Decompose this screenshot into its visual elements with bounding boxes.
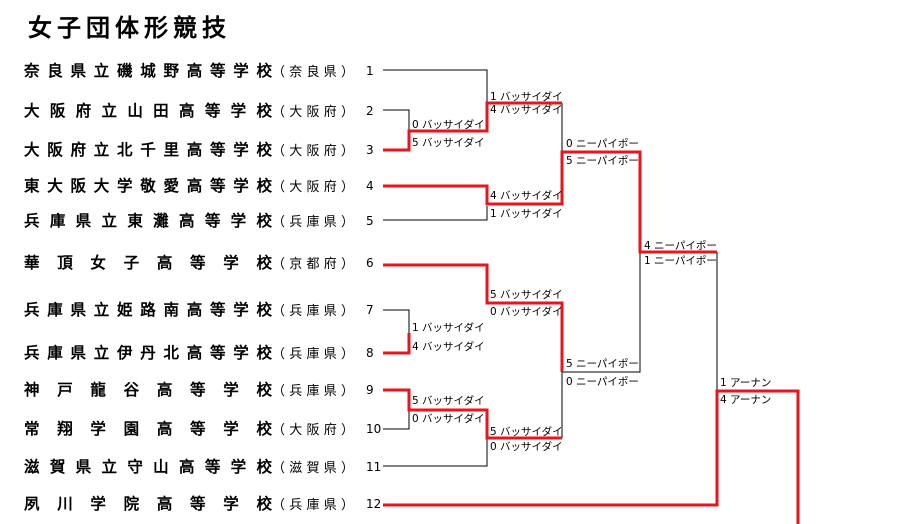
seed-number: 2 xyxy=(366,104,374,118)
prefecture: （大阪府） xyxy=(272,423,354,438)
seed-number: 12 xyxy=(366,497,382,511)
team-entry: 奈良県立磯城野高等学校（奈良県） xyxy=(24,59,364,83)
match-score: 0 ニーパイポー xyxy=(566,376,639,388)
seed-number: 4 xyxy=(366,179,374,193)
bracket-line xyxy=(383,438,488,467)
team-entry: 兵庫県立東灘高等学校（兵庫県） xyxy=(24,209,364,233)
team-entry: 東大阪大学敬愛高等学校（大阪府） xyxy=(24,174,364,198)
match-score: 5 バッサイダイ xyxy=(412,395,485,407)
page-title: 女子団体形競技 xyxy=(28,14,231,42)
winner-path xyxy=(383,333,411,355)
match-score: 4 バッサイダイ xyxy=(490,104,563,116)
match-score: 1 バッサイダイ xyxy=(412,322,485,334)
match-score: 1 バッサイダイ xyxy=(490,208,563,220)
match-score: 5 バッサイダイ xyxy=(412,137,485,149)
team-entry: 滋賀県立守山高等学校（滋賀県） xyxy=(24,455,364,479)
team-entry: 華頂女子高等学校（京都府） xyxy=(24,251,364,275)
school-name: 神戸龍谷高等学校 xyxy=(24,381,272,399)
prefecture: （奈良県） xyxy=(272,65,354,80)
school-name: 滋賀県立守山高等学校 xyxy=(24,458,272,476)
school-name: 大阪府立山田高等学校 xyxy=(24,102,272,120)
prefecture: （京都府） xyxy=(272,257,354,272)
match-score: 1 バッサイダイ xyxy=(490,91,563,103)
match-score: 4 バッサイダイ xyxy=(412,341,485,353)
winner-path xyxy=(383,388,562,440)
prefecture: （兵庫県） xyxy=(272,215,354,230)
winner-path xyxy=(383,389,800,524)
prefecture: （兵庫県） xyxy=(272,304,354,319)
seed-number: 1 xyxy=(366,64,374,78)
school-name: 東大阪大学敬愛高等学校 xyxy=(24,177,272,195)
match-score: 4 ニーパイポー xyxy=(644,240,717,252)
match-score: 5 バッサイダイ xyxy=(490,289,563,301)
match-score: 4 アーナン xyxy=(720,394,772,406)
seed-number: 7 xyxy=(366,303,374,317)
prefecture: （大阪府） xyxy=(272,180,354,195)
school-name: 兵庫県立東灘高等学校 xyxy=(24,212,272,230)
bracket-line xyxy=(383,109,410,131)
bracket-line xyxy=(383,69,488,103)
match-score: 1 ニーパイポー xyxy=(644,255,717,267)
team-entry: 神戸龍谷高等学校（兵庫県） xyxy=(24,378,364,402)
team-entry: 兵庫県立伊丹北高等学校（兵庫県） xyxy=(24,341,364,365)
prefecture: （兵庫県） xyxy=(272,498,354,513)
team-entry: 兵庫県立姫路南高等学校（兵庫県） xyxy=(24,298,364,322)
match-score: 0 バッサイダイ xyxy=(490,306,563,318)
prefecture: （大阪府） xyxy=(272,144,354,159)
match-score: 0 バッサイダイ xyxy=(490,441,563,453)
winner-path xyxy=(383,150,717,254)
match-score: 4 バッサイダイ xyxy=(490,190,563,202)
bracket-line xyxy=(383,410,410,430)
prefecture: （兵庫県） xyxy=(272,384,354,399)
match-score: 1 アーナン xyxy=(720,377,772,389)
team-entry: 大阪府立山田高等学校（大阪府） xyxy=(24,99,364,123)
winner-path xyxy=(383,101,562,152)
prefecture: （滋賀県） xyxy=(272,461,354,476)
bracket-line xyxy=(383,309,410,333)
match-score: 0 ニーパイポー xyxy=(566,138,639,150)
seed-number: 6 xyxy=(366,256,374,270)
seed-number: 3 xyxy=(366,143,374,157)
team-entry: 夙川学院高等学校（兵庫県） xyxy=(24,492,364,516)
bracket-line xyxy=(562,252,641,373)
seed-number: 5 xyxy=(366,214,374,228)
match-score: 0 バッサイダイ xyxy=(412,413,485,425)
school-name: 兵庫県立伊丹北高等学校 xyxy=(24,344,272,362)
seed-number: 11 xyxy=(366,460,382,474)
winner-bracket-lines xyxy=(383,101,800,524)
bracket-line xyxy=(383,206,488,221)
school-name: 兵庫県立姫路南高等学校 xyxy=(24,301,272,319)
school-name: 華頂女子高等学校 xyxy=(24,254,272,272)
winner-path xyxy=(383,263,564,372)
school-name: 大阪府立北千里高等学校 xyxy=(24,141,272,159)
seed-number: 8 xyxy=(366,346,374,360)
team-entry: 大阪府立北千里高等学校（大阪府） xyxy=(24,138,364,162)
match-score: 5 ニーパイポー xyxy=(566,358,639,370)
match-score: 5 バッサイダイ xyxy=(490,426,563,438)
school-name: 夙川学院高等学校 xyxy=(24,495,272,513)
match-score: 5 ニーパイポー xyxy=(566,155,639,167)
team-entry: 常翔学園高等学校（大阪府） xyxy=(24,417,364,441)
school-name: 常翔学園高等学校 xyxy=(24,420,272,438)
school-name: 奈良県立磯城野高等学校 xyxy=(24,62,272,80)
prefecture: （大阪府） xyxy=(272,105,354,120)
prefecture: （兵庫県） xyxy=(272,347,354,362)
seed-number: 9 xyxy=(366,383,374,397)
seed-number: 10 xyxy=(366,422,382,436)
match-score: 0 バッサイダイ xyxy=(412,119,485,131)
